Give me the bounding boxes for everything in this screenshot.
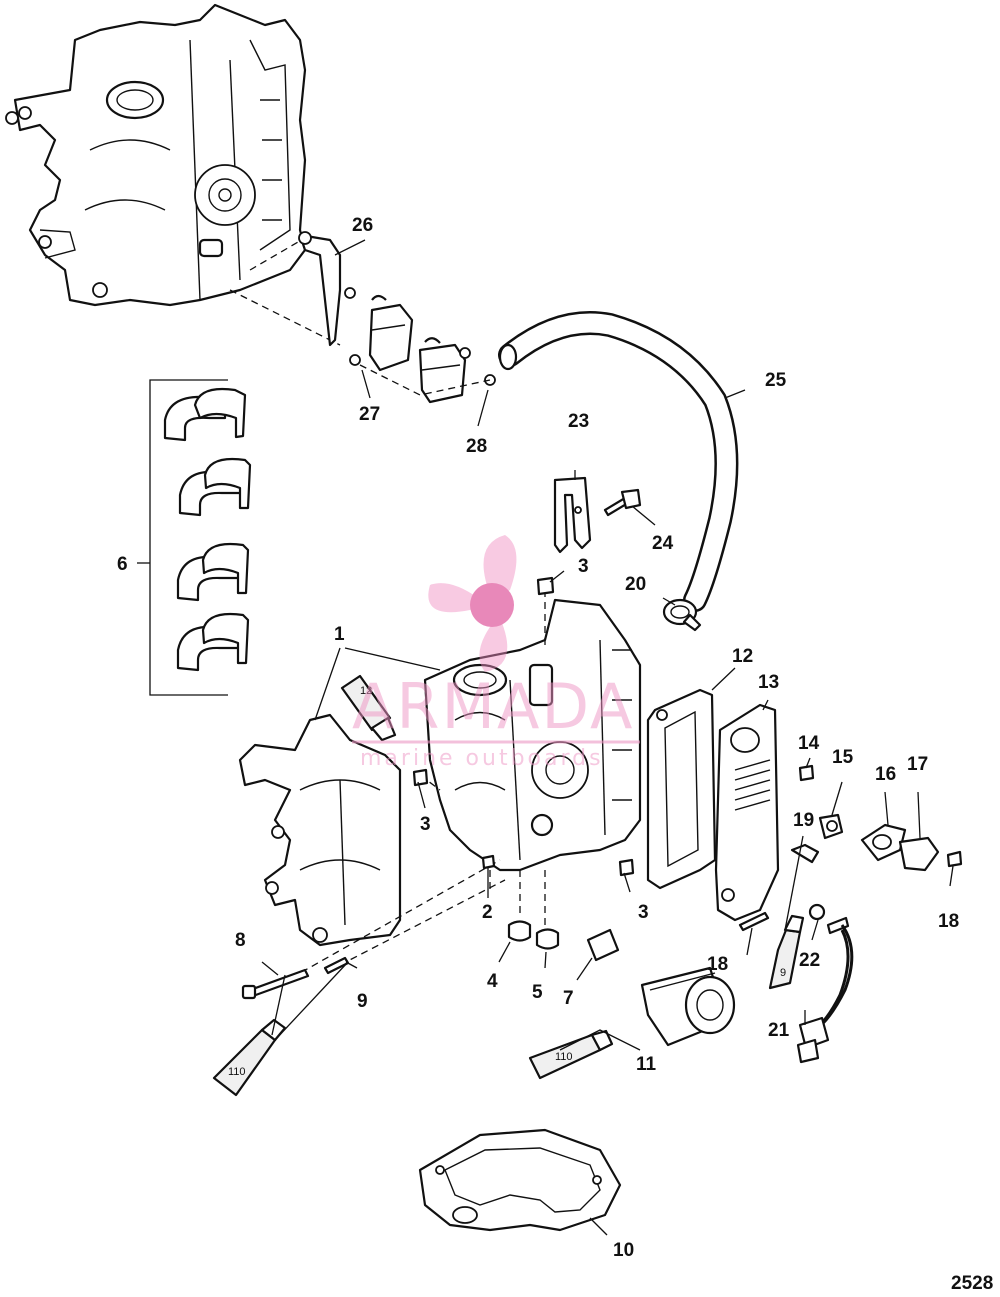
callout-19: 19 bbox=[793, 810, 814, 831]
hose-bracket bbox=[553, 476, 642, 554]
tube-110-filter-label: 110 bbox=[555, 1051, 573, 1063]
propeller-logo bbox=[428, 535, 517, 672]
callout-6: 6 bbox=[117, 554, 128, 575]
hose-clamp bbox=[662, 598, 702, 632]
callout-22: 22 bbox=[799, 950, 820, 971]
callout-3-left: 3 bbox=[420, 814, 431, 835]
callout-7: 7 bbox=[563, 988, 574, 1009]
callout-23: 23 bbox=[568, 411, 589, 432]
callout-12: 12 bbox=[732, 646, 753, 667]
callout-27: 27 bbox=[359, 404, 380, 425]
fuel-hose bbox=[498, 311, 739, 612]
callout-11: 11 bbox=[636, 1054, 657, 1075]
main-bearing-set bbox=[137, 379, 252, 696]
tube-9-label: 9 bbox=[780, 967, 786, 979]
watermark-brand: ARMADA bbox=[352, 670, 634, 743]
callout-3-right: 3 bbox=[638, 902, 649, 923]
relay-bracket-assembly bbox=[229, 231, 496, 404]
callout-8: 8 bbox=[235, 930, 246, 951]
callout-labels: 1 2 3 3 3 4 5 6 7 8 9 10 11 12 13 14 15 … bbox=[117, 215, 959, 1261]
callout-3-top: 3 bbox=[578, 556, 589, 577]
callout-24: 24 bbox=[652, 533, 674, 554]
figure-number: 2528 bbox=[951, 1273, 993, 1294]
sealant-tube-110-filter: 110 bbox=[528, 1029, 614, 1080]
oil-filter bbox=[640, 966, 736, 1047]
callout-14: 14 bbox=[798, 733, 820, 754]
callout-4: 4 bbox=[487, 971, 498, 992]
small-fasteners bbox=[241, 576, 815, 1000]
callout-2: 2 bbox=[482, 902, 493, 923]
callout-1: 1 bbox=[334, 624, 345, 645]
callout-5: 5 bbox=[532, 982, 543, 1003]
callout-20: 20 bbox=[625, 574, 646, 595]
crankcase-assembly-top bbox=[5, 3, 307, 307]
tube-12-label: 12 bbox=[360, 685, 372, 697]
callout-26: 26 bbox=[352, 215, 373, 236]
crankcase-cover bbox=[714, 703, 780, 922]
sealant-tube-12: 12 bbox=[340, 674, 397, 742]
callout-18-right: 18 bbox=[938, 911, 959, 932]
callout-18-left: 18 bbox=[707, 954, 728, 975]
watermark: ARMADA marine outboards bbox=[352, 535, 640, 771]
crankcase-assembly-main bbox=[238, 590, 642, 991]
callout-21: 21 bbox=[768, 1020, 790, 1041]
callout-10: 10 bbox=[613, 1240, 634, 1261]
callout-28: 28 bbox=[466, 436, 487, 457]
callout-16: 16 bbox=[875, 764, 896, 785]
callout-17: 17 bbox=[907, 754, 928, 775]
callout-13: 13 bbox=[758, 672, 779, 693]
callout-15: 15 bbox=[832, 747, 854, 768]
thermostat-parts bbox=[790, 813, 963, 1064]
sealant-tube-9: 9 bbox=[768, 914, 805, 990]
callout-25: 25 bbox=[765, 370, 787, 391]
cover-gasket bbox=[646, 688, 717, 890]
tube-110-left-label: 110 bbox=[228, 1066, 246, 1078]
leader-lines bbox=[261, 239, 954, 1236]
watermark-tagline: marine outboards bbox=[360, 746, 604, 771]
callout-9: 9 bbox=[357, 991, 368, 1012]
sealant-tube-110-left: 110 bbox=[212, 1018, 287, 1097]
base-gasket bbox=[418, 1128, 622, 1232]
